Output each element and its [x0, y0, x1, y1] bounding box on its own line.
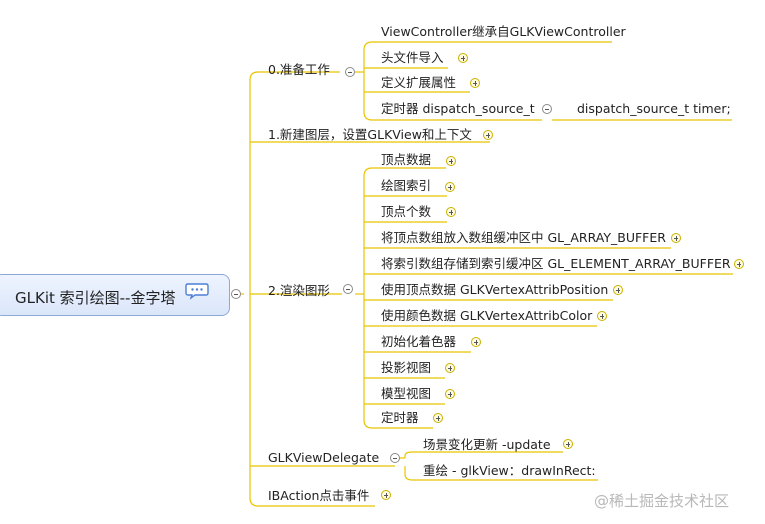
expand-icon-render-child-2[interactable]: [445, 182, 455, 192]
node-render-child-6[interactable]: 使用顶点数据 GLKVertexAttribPosition: [381, 282, 609, 297]
collapse-icon-delegate[interactable]: [390, 453, 400, 463]
expand-icon-render-child-4[interactable]: [671, 233, 681, 243]
expand-icon-render-child-10[interactable]: [445, 389, 455, 399]
node-prep-child-3[interactable]: 定义扩展属性: [381, 75, 457, 90]
expand-icon-render-child-1[interactable]: [446, 156, 456, 166]
node-render-child-11[interactable]: 定时器: [381, 410, 419, 425]
node-prep-child-4[interactable]: 定时器 dispatch_source_t: [381, 101, 535, 116]
node-new-layer[interactable]: 1.新建图层，设置GLKView和上下文: [268, 127, 472, 142]
collapse-icon-prep[interactable]: [345, 67, 355, 77]
node-render-child-3[interactable]: 顶点个数: [381, 204, 432, 219]
speech-bubble-icon[interactable]: [185, 282, 209, 300]
expand-icon-render-child-3[interactable]: [446, 207, 456, 217]
node-render-child-1[interactable]: 顶点数据: [381, 152, 432, 167]
expand-icon-render-child-6[interactable]: [613, 285, 623, 295]
collapse-icon-prep-child-4[interactable]: [542, 104, 552, 114]
node-render-child-10[interactable]: 模型视图: [381, 386, 432, 401]
root-node[interactable]: GLKit 索引绘图--金字塔: [0, 274, 230, 316]
expand-icon-prep-child-2[interactable]: [458, 53, 468, 63]
node-render-child-2[interactable]: 绘图索引: [381, 178, 432, 193]
node-timer-child[interactable]: dispatch_source_t timer;: [577, 101, 731, 116]
node-render-child-4[interactable]: 将顶点数组放入数组缓冲区中 GL_ARRAY_BUFFER: [381, 230, 666, 245]
expand-icon-render-child-5[interactable]: [734, 259, 744, 269]
expand-icon-render-child-8[interactable]: [471, 337, 481, 347]
node-delegate-child-1[interactable]: 场景变化更新 -update: [423, 437, 551, 452]
expand-icon-render-child-9[interactable]: [445, 363, 455, 373]
expand-icon-render-child-11[interactable]: [433, 413, 443, 423]
watermark: @稀土掘金技术社区: [594, 492, 730, 510]
expand-icon-delegate-child-1[interactable]: [563, 439, 573, 449]
node-render[interactable]: 2.渲染图形: [268, 283, 330, 298]
node-render-child-8[interactable]: 初始化着色器: [381, 334, 457, 349]
node-prep-child-1[interactable]: ViewController继承自GLKViewController: [381, 24, 626, 39]
expand-icon-ibaction[interactable]: [381, 490, 391, 500]
expand-icon-new-layer[interactable]: [483, 130, 493, 140]
collapse-icon-render[interactable]: [343, 284, 353, 294]
node-render-child-9[interactable]: 投影视图: [381, 360, 432, 375]
node-delegate[interactable]: GLKViewDelegate: [268, 450, 380, 465]
node-delegate-child-2[interactable]: 重绘 - glkView：drawInRect:: [423, 463, 596, 478]
collapse-icon-root[interactable]: [231, 289, 241, 299]
node-prep-child-2[interactable]: 头文件导入: [381, 50, 444, 65]
node-ibaction[interactable]: IBAction点击事件: [268, 488, 370, 503]
node-render-child-5[interactable]: 将索引数组存储到索引缓冲区 GL_ELEMENT_ARRAY_BUFFER: [381, 256, 731, 271]
expand-icon-render-child-7[interactable]: [597, 311, 607, 321]
root-title: GLKit 索引绘图--金字塔: [15, 289, 176, 307]
expand-icon-prep-child-3[interactable]: [470, 78, 480, 88]
node-render-child-7[interactable]: 使用颜色数据 GLKVertexAttribColor: [381, 308, 593, 323]
node-prep[interactable]: 0.准备工作: [268, 62, 330, 77]
